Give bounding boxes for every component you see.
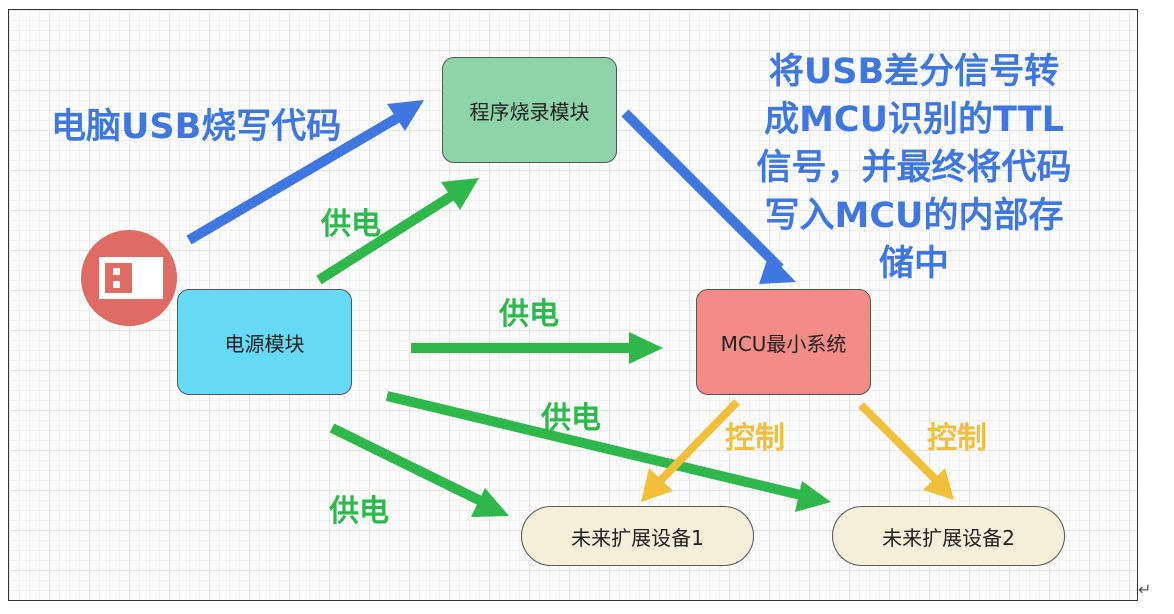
usb-connector-icon [81, 230, 177, 326]
arrow-power-to-ext1 [329, 423, 492, 510]
control-label-1: 控制 [725, 421, 785, 456]
arrowhead-power-to-burner [441, 178, 479, 210]
arrow-mcu-to-ext2 [858, 402, 939, 483]
control-label-2: 控制 [927, 421, 987, 456]
description-label: 将USB差分信号转成MCU识别的TTL信号，并最终将代码写入MCU的内部存储中 [756, 52, 1072, 284]
power-label-2: 供电 [499, 297, 559, 332]
power-label-1: 供电 [321, 207, 381, 242]
arrow-power-to-ext2 [385, 391, 811, 502]
diagram-canvas: 程序烧录模块 电源模块 MCU最小系统 未来扩展设备1 未来扩展设备2 电脑US… [8, 9, 1138, 601]
return-mark: ↵ [1138, 580, 1152, 599]
ext-device-2-node: 未来扩展设备2 [832, 506, 1065, 566]
power-label-3: 供电 [541, 401, 601, 436]
power-label-4: 供电 [329, 494, 389, 529]
usb-burn-label: 电脑USB烧写代码 [51, 107, 342, 147]
arrowhead-power-to-mcu [629, 332, 663, 364]
mcu-system-node: MCU最小系统 [696, 289, 871, 395]
arrow-mcu-to-ext1 [657, 399, 740, 484]
burner-module-node: 程序烧录模块 [442, 57, 617, 163]
arrowhead-usb-to-burner [387, 100, 424, 131]
power-module-node: 电源模块 [177, 289, 352, 395]
arrowhead-power-to-ext2 [795, 481, 831, 512]
arrow-power-to-burner [316, 185, 464, 285]
arrow-usb-to-burner [186, 109, 407, 245]
arrowhead-mcu-to-ext2 [923, 468, 954, 500]
arrowhead-power-to-ext1 [471, 488, 509, 517]
arrow-burner-to-mcu [621, 109, 784, 272]
ext-device-1-node: 未来扩展设备1 [521, 506, 754, 566]
arrowhead-burner-to-mcu [759, 254, 796, 284]
arrowhead-mcu-to-ext1 [641, 468, 673, 502]
arrows-layer [186, 100, 954, 517]
